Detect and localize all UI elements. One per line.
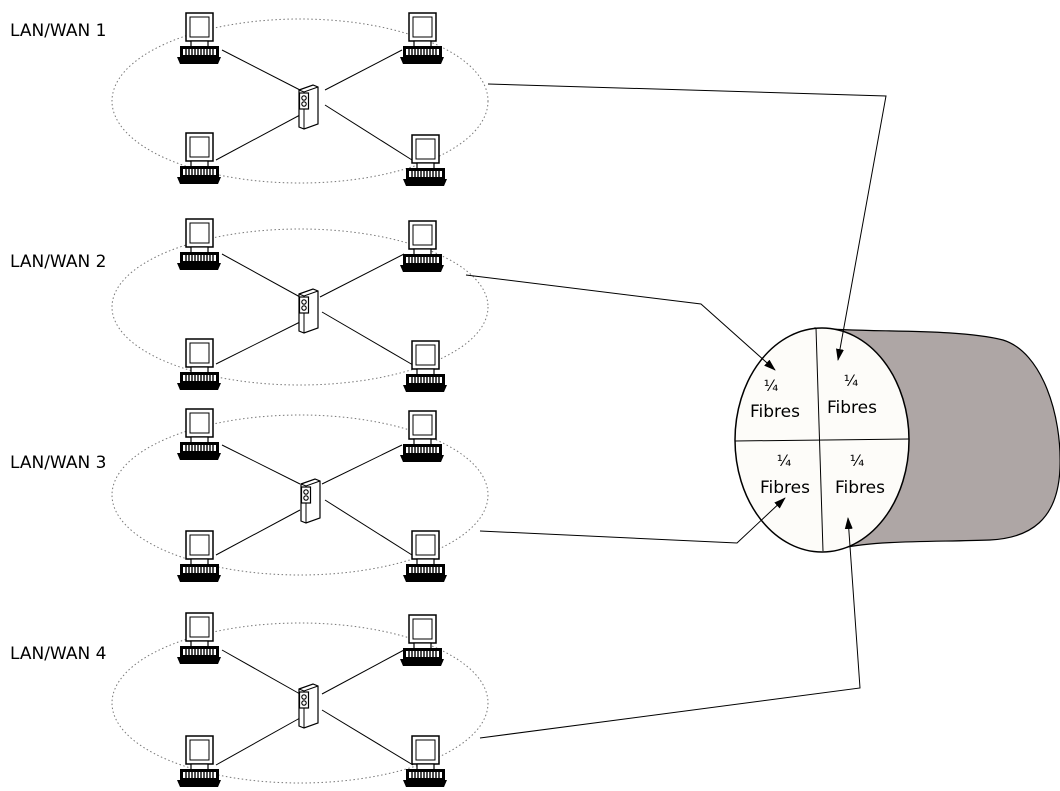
network-hub-icon <box>298 683 319 729</box>
workstation-icon <box>177 530 221 583</box>
quadrant-label: Fibres <box>835 478 885 498</box>
network-links <box>215 49 413 161</box>
network-group-2: LAN/WAN 2 <box>10 218 489 393</box>
quadrant-label: Fibres <box>827 398 877 418</box>
network-label: LAN/WAN 4 <box>10 644 106 664</box>
quadrant-fraction: ¼ <box>850 452 865 470</box>
connection-arrows <box>465 83 887 739</box>
workstation-icon <box>403 340 447 393</box>
network-ring <box>111 414 489 576</box>
network-links <box>215 444 413 556</box>
cable-divider-vertical <box>815 327 824 552</box>
network-ring <box>111 622 489 784</box>
quadrant-fraction: ¼ <box>764 377 779 395</box>
fibre-quadrant-top-left: ¼ Fibres <box>750 377 800 422</box>
workstation-icon <box>177 12 221 65</box>
quadrant-fraction: ¼ <box>844 372 859 390</box>
workstation-icon <box>177 612 221 665</box>
network-links <box>215 253 414 366</box>
fibre-quadrant-bottom-left: ¼ Fibres <box>760 452 810 498</box>
network-group-3: LAN/WAN 3 <box>10 408 489 583</box>
network-links <box>215 649 414 766</box>
quadrant-fraction: ¼ <box>777 452 792 470</box>
network-hub-icon <box>298 288 319 334</box>
workstation-icon <box>400 614 444 667</box>
quadrant-label: Fibres <box>750 402 800 422</box>
network-ring <box>111 18 489 184</box>
network-hub-icon <box>298 84 319 130</box>
fibre-cable: ¼ Fibres ¼ Fibres ¼ Fibres ¼ Fibres <box>734 327 1060 553</box>
workstation-icon <box>177 408 221 461</box>
workstation-icon <box>177 338 221 391</box>
connection-arrow-lan4 <box>479 517 861 739</box>
workstation-icon <box>177 218 221 271</box>
workstation-icon <box>177 735 221 788</box>
cable-divider-horizontal <box>734 438 910 442</box>
network-label: LAN/WAN 2 <box>10 252 106 272</box>
workstation-icon <box>403 134 447 187</box>
workstation-icon <box>400 410 444 463</box>
quadrant-label: Fibres <box>760 478 810 498</box>
workstation-icon <box>403 735 447 788</box>
network-ring <box>111 228 489 386</box>
fibre-quadrant-bottom-right: ¼ Fibres <box>835 452 885 498</box>
connection-arrow-lan2 <box>465 274 776 371</box>
fibre-quadrant-top-right: ¼ Fibres <box>827 372 877 418</box>
workstation-icon <box>403 530 447 583</box>
network-label: LAN/WAN 3 <box>10 453 106 473</box>
connection-arrow-lan3 <box>479 497 786 544</box>
workstation-icon <box>177 132 221 185</box>
workstation-icon <box>400 220 444 273</box>
network-group-4: LAN/WAN 4 <box>10 612 489 788</box>
network-group-1: LAN/WAN 1 <box>10 12 489 187</box>
network-hub-icon <box>300 478 321 524</box>
connection-arrow-lan1 <box>487 83 887 361</box>
network-label: LAN/WAN 1 <box>10 21 106 41</box>
workstation-icon <box>400 12 444 65</box>
